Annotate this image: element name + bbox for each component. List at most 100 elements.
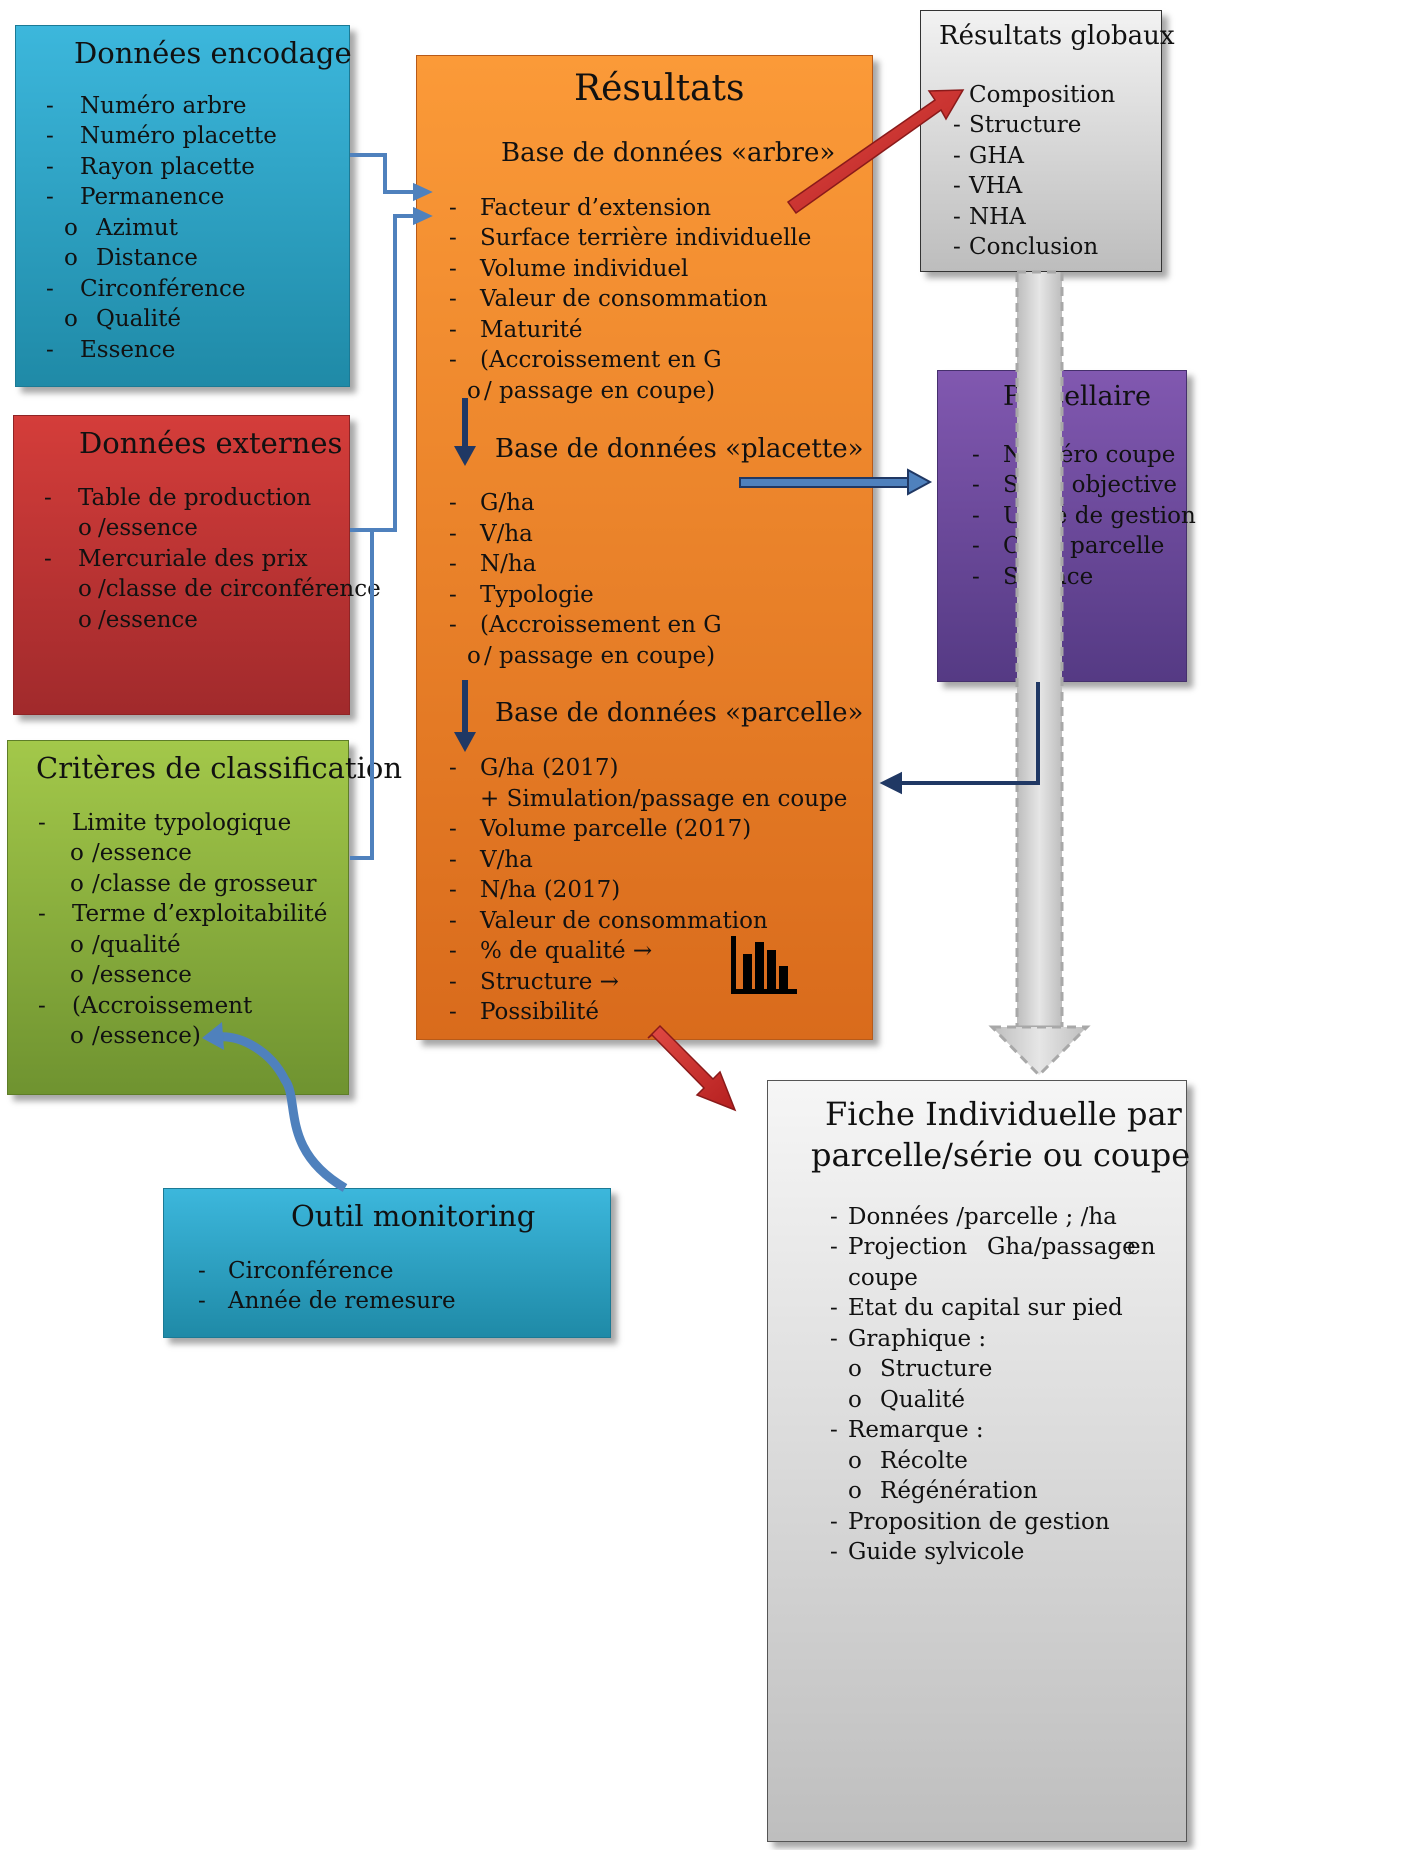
list-item: GHA — [969, 143, 1025, 169]
list-item: Etat du capital sur pied — [848, 1295, 1123, 1321]
list-item: Code parcelle — [1003, 533, 1165, 559]
bullet-dash: - — [449, 317, 457, 343]
list-item: % de qualité → — [480, 938, 653, 964]
list-item: /essence — [98, 515, 198, 541]
monitoring-box: Outil monitoring -Circonférence-Année de… — [163, 1188, 611, 1338]
bullet-dash: - — [449, 551, 457, 577]
sub-bullet: o — [70, 1023, 84, 1049]
bullet-dash: - — [449, 225, 457, 251]
bullet-dash: - — [449, 490, 457, 516]
list-item: G/ha — [480, 490, 535, 516]
list-item: Graphique : — [848, 1326, 987, 1352]
criteres-box: Critères de classification -Limite typol… — [7, 740, 402, 1095]
list-item: Projection — [848, 1234, 968, 1260]
bullet-dash: - — [449, 969, 457, 995]
bullet-dash: - — [830, 1509, 838, 1535]
list-item: (Accroissement en G — [480, 347, 722, 373]
fiche-title-line1: Fiche Individuelle par — [825, 1095, 1182, 1133]
down-arrow-icon — [454, 398, 476, 466]
bullet-dash: - — [449, 582, 457, 608]
list-item: /essence — [92, 962, 192, 988]
list-item: Distance — [96, 245, 198, 271]
down-arrow-icon — [454, 680, 476, 752]
list-item: / passage en coupe) — [484, 643, 716, 669]
list-item: Numéro placette — [80, 123, 277, 149]
list-item: Récolte — [880, 1448, 968, 1474]
placette-heading: Base de données «placette» — [495, 434, 864, 464]
list-item: /classe de circonférence — [98, 576, 381, 602]
bullet-dash: - — [830, 1234, 838, 1260]
bullet-dash: - — [830, 1326, 838, 1352]
arbre-heading: Base de données «arbre» — [501, 138, 836, 168]
bullet-dash: - — [449, 816, 457, 842]
sub-bullet: o — [70, 840, 84, 866]
list-item: Circonférence — [228, 1258, 394, 1284]
bullet-dash: - — [449, 755, 457, 781]
bullet-dash: - — [44, 546, 52, 572]
list-item: Volume individuel — [480, 256, 689, 282]
fiche-box: Fiche Individuelle par parcelle/série ou… — [767, 1080, 1190, 1842]
bullet-dash: - — [972, 564, 980, 590]
list-item: Gha/passage — [987, 1234, 1136, 1260]
list-item: /essence — [92, 840, 192, 866]
bullet-dash: - — [953, 173, 961, 199]
bullet-dash: - — [972, 503, 980, 529]
bullet-dash: - — [38, 810, 46, 836]
list-item: Table de production — [78, 485, 312, 511]
sub-bullet: o — [78, 515, 92, 541]
bullet-dash: - — [972, 533, 980, 559]
sub-bullet: o — [78, 576, 92, 602]
resultats-box: Résultats Base de données «arbre» -Facte… — [416, 55, 873, 1040]
criteres-title: Critères de classification — [36, 751, 402, 785]
list-item: Surface — [1003, 564, 1094, 590]
list-item: / passage en coupe) — [484, 378, 716, 404]
bullet-dash: - — [38, 901, 46, 927]
bullet-dash: - — [972, 472, 980, 498]
list-item: Année de remesure — [228, 1288, 456, 1314]
list-item: Série objective — [1003, 472, 1178, 498]
sub-bullet: o — [70, 932, 84, 958]
list-item: Limite typologique — [72, 810, 292, 836]
list-item: Guide sylvicole — [848, 1539, 1025, 1565]
list-item: Terme d’exploitabilité — [72, 901, 328, 927]
list-item: Facteur d’extension — [480, 195, 712, 221]
list-item: N/ha — [480, 551, 537, 577]
list-item: Structure — [969, 112, 1082, 138]
sub-bullet: o — [848, 1448, 862, 1474]
bullet-dash: - — [449, 999, 457, 1025]
list-item: Volume parcelle (2017) — [480, 816, 752, 842]
bullet-dash: - — [46, 184, 54, 210]
list-item: Structure → — [480, 969, 619, 995]
list-item: Conclusion — [969, 234, 1099, 260]
encodage-title: Données encodage — [74, 36, 352, 70]
bullet-dash: - — [953, 204, 961, 230]
list-item: VHA — [969, 173, 1023, 199]
sub-bullet: o — [78, 607, 92, 633]
sub-bullet: o — [70, 962, 84, 988]
bullet-dash: - — [449, 938, 457, 964]
list-item: /qualité — [92, 932, 181, 958]
bullet-dash: - — [46, 276, 54, 302]
list-item: Remarque : — [848, 1417, 984, 1443]
list-item: coupe — [848, 1265, 918, 1291]
bullet-dash: - — [449, 877, 457, 903]
bullet-dash: - — [38, 993, 46, 1019]
list-item: /essence) — [92, 1023, 201, 1049]
list-item: Numéro arbre — [80, 93, 247, 119]
bullet-dash: - — [830, 1295, 838, 1321]
sub-bullet: o — [467, 378, 481, 404]
list-item: en — [1127, 1234, 1156, 1260]
list-item: Valeur de consommation — [480, 286, 768, 312]
list-item: V/ha — [480, 847, 533, 873]
list-item: + Simulation/passage en coupe — [480, 786, 848, 812]
list-item: Qualité — [880, 1387, 965, 1413]
monitoring-title: Outil monitoring — [291, 1199, 536, 1233]
sub-bullet: o — [64, 306, 78, 332]
list-item: Permanence — [80, 184, 225, 210]
list-item: Azimut — [96, 215, 178, 241]
globaux-box: Résultats globaux -Composition-Structure… — [920, 10, 1175, 272]
bar-chart-icon — [731, 936, 797, 994]
bullet-dash: - — [449, 195, 457, 221]
bullet-dash: - — [46, 154, 54, 180]
list-item: Typologie — [480, 582, 594, 608]
